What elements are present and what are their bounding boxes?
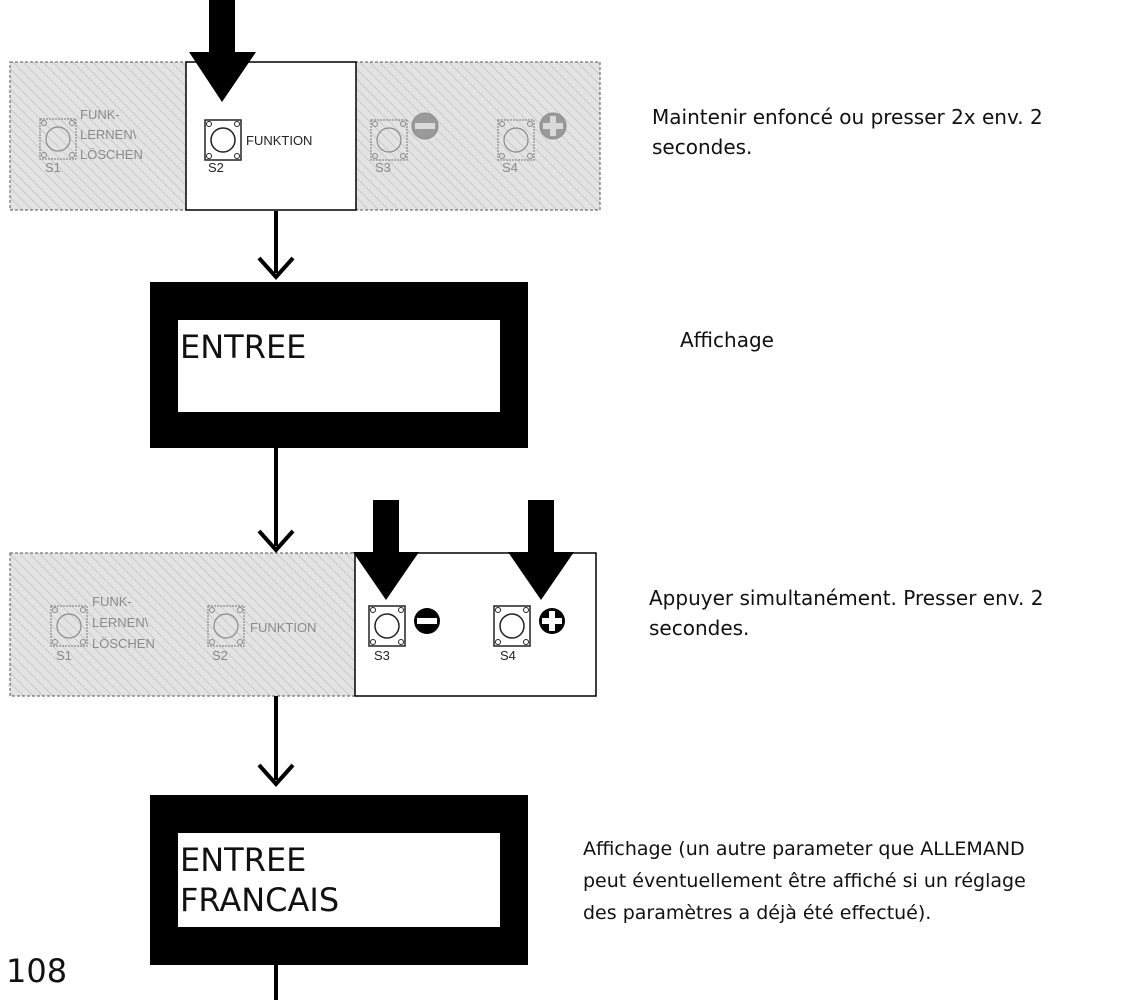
button-panel-top: S1 FUNK- LERNEN\ LÖSCHEN S2 FUNKTION S3 xyxy=(9,61,601,211)
display-1-screen xyxy=(178,320,500,412)
s1-label-line2: LERNEN\ xyxy=(92,615,149,630)
s1-button-top[interactable] xyxy=(39,118,77,160)
flow-arrow-1 xyxy=(257,211,295,280)
s1-label-line3: LÖSCHEN xyxy=(92,636,155,651)
s2-id-label: S2 xyxy=(212,648,228,663)
step2-description: Affichage xyxy=(680,325,774,355)
minus-icon xyxy=(414,608,440,634)
step1-line1: Maintenir enfoncé ou presser 2x env. 2 xyxy=(652,105,1043,129)
s1-label-line1: FUNK- xyxy=(80,107,120,122)
display-1: ENTREE xyxy=(150,282,528,448)
s4-id-label: S4 xyxy=(502,160,518,175)
display-2-line2: FRANCAIS xyxy=(180,881,339,919)
s4-button-bottom[interactable] xyxy=(493,605,531,647)
plus-icon xyxy=(539,608,565,634)
display-1-line1: ENTREE xyxy=(180,328,306,366)
s1-button-bottom[interactable] xyxy=(50,605,88,647)
press-arrow-s3 xyxy=(353,500,419,600)
step4-description: Affichage (un autre parameter que ALLEMA… xyxy=(583,833,1026,929)
press-arrow-s2 xyxy=(189,0,256,102)
step4-line1: Affichage (un autre parameter que ALLEMA… xyxy=(583,838,1025,860)
s4-button-top[interactable] xyxy=(497,119,535,161)
step3-line2: secondes. xyxy=(649,616,750,640)
display-2: ENTREE FRANCAIS xyxy=(150,795,528,965)
step1-description: Maintenir enfoncé ou presser 2x env. 2 s… xyxy=(652,102,1043,162)
step4-line3: des paramètres a déjà été effectué). xyxy=(583,902,932,924)
s2-function-label: FUNKTION xyxy=(250,620,316,635)
s2-button-bottom[interactable] xyxy=(207,605,245,647)
s2-button-top[interactable] xyxy=(204,119,242,161)
s3-button-bottom[interactable] xyxy=(368,605,406,647)
step3-description: Appuyer simultanément. Presser env. 2 se… xyxy=(649,583,1043,643)
s1-label-line2: LERNEN\ xyxy=(80,127,137,142)
press-arrow-s4 xyxy=(508,500,574,600)
display-2-screen xyxy=(178,833,500,927)
step1-line2: secondes. xyxy=(652,135,753,159)
s2-id-label: S2 xyxy=(208,160,224,175)
s3-button-top[interactable] xyxy=(370,119,408,161)
page-number: 108 xyxy=(6,952,68,990)
flow-arrow-3 xyxy=(257,696,295,787)
s1-label-line3: LÖSCHEN xyxy=(80,147,143,162)
s1-label-line1: FUNK- xyxy=(92,594,132,609)
minus-icon xyxy=(411,112,439,140)
s1-id-label: S1 xyxy=(45,160,61,175)
step2-line1: Affichage xyxy=(680,328,774,352)
s1-id-label: S1 xyxy=(56,648,72,663)
s2-function-label: FUNKTION xyxy=(246,133,312,148)
button-panel-bottom: S1 FUNK- LERNEN\ LÖSCHEN S2 FUNKTION S3 xyxy=(9,552,597,697)
s4-id-label: S4 xyxy=(500,648,516,663)
s3-id-label: S3 xyxy=(374,648,390,663)
flow-arrow-2 xyxy=(257,448,295,553)
display-2-line1: ENTREE xyxy=(180,841,306,879)
step3-line1: Appuyer simultanément. Presser env. 2 xyxy=(649,586,1044,610)
step4-line2: peut éventuellement être affiché si un r… xyxy=(583,870,1026,892)
plus-icon xyxy=(539,112,567,140)
s3-id-label: S3 xyxy=(375,160,391,175)
